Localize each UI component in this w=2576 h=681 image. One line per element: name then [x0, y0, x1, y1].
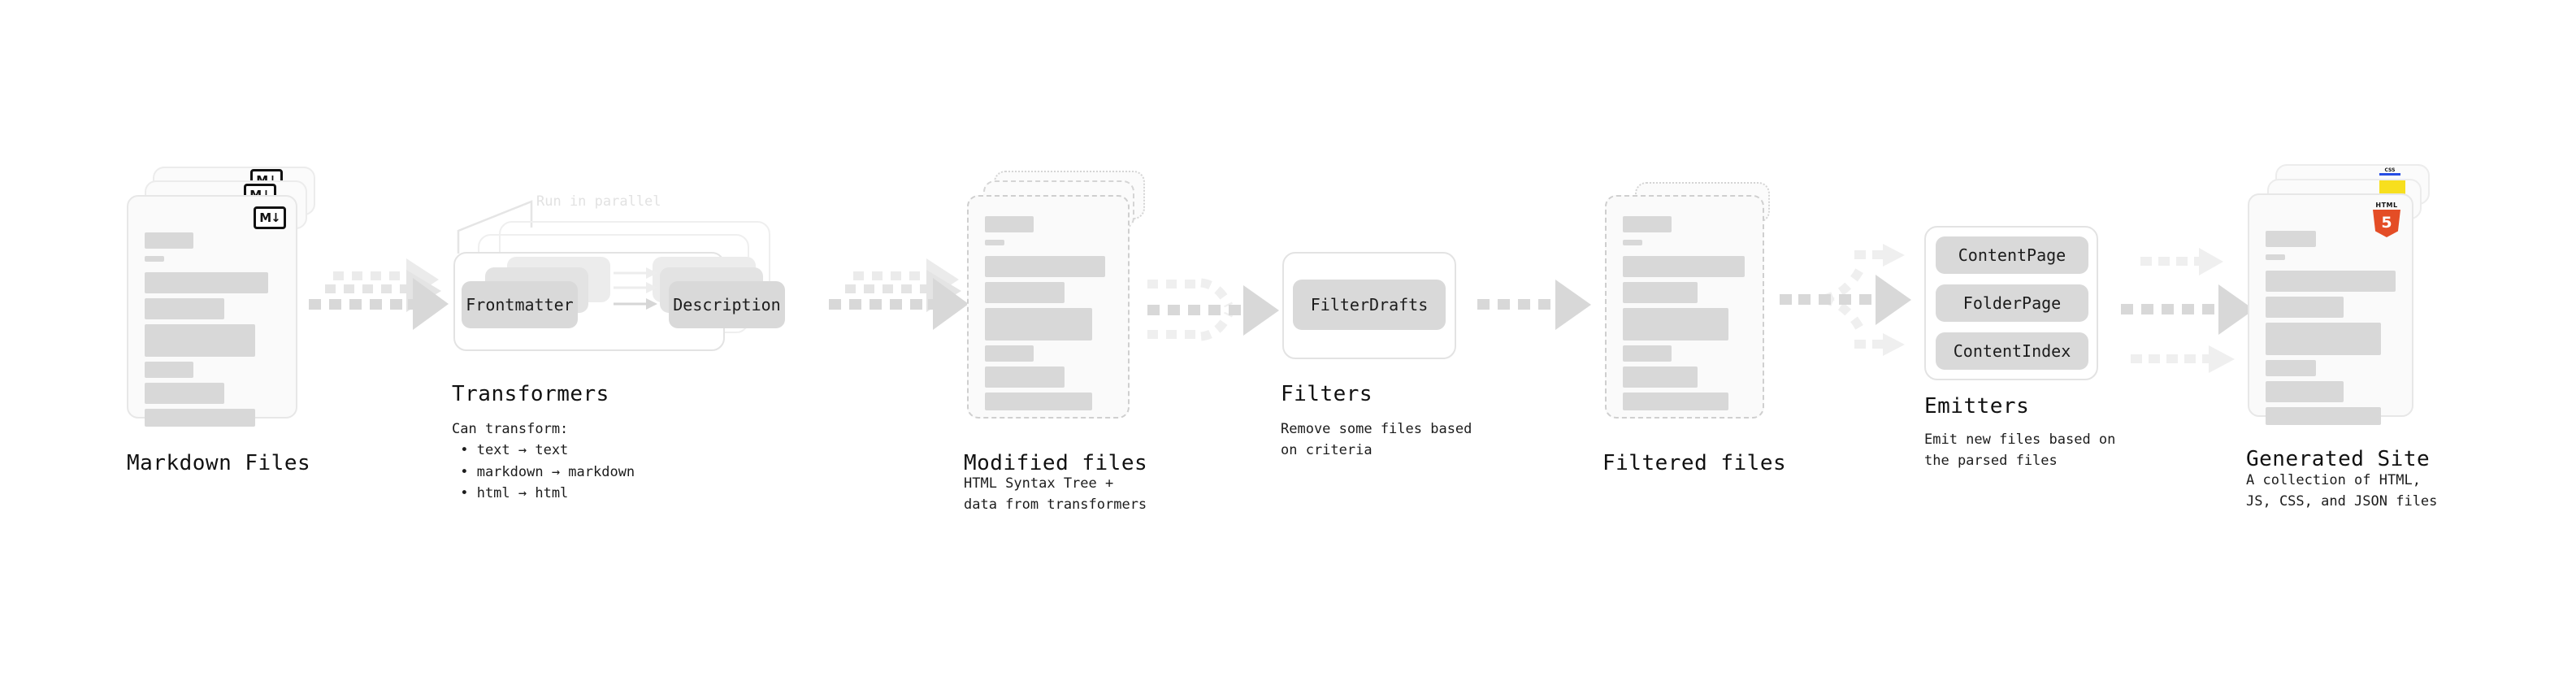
html5-icon: HTML [2371, 202, 2402, 237]
filters-title: Filters [1281, 382, 1373, 406]
emitter-pill-contentpage[interactable]: ContentPage [1936, 236, 2088, 274]
css3-icon-bar [2379, 173, 2400, 176]
site-card-front: HTML [2248, 193, 2413, 425]
filtered-card-lines [1623, 216, 1746, 410]
emitter-pill-folderpage[interactable]: FolderPage [1936, 284, 2088, 322]
transformers-title: Transformers [452, 382, 609, 406]
run-in-parallel-label: Run in parallel [536, 193, 661, 210]
css3-icon: CSS [2379, 167, 2400, 176]
emitters-title: Emitters [1924, 394, 2030, 419]
generated-site-subtitle: A collection of HTML, JS, CSS, and JSON … [2246, 472, 2438, 510]
html5-icon-label: HTML [2375, 202, 2398, 209]
modified-card-lines [985, 216, 1112, 410]
connector-modified-to-filters [1147, 278, 1279, 341]
filtered-files-title: Filtered files [1602, 451, 1787, 475]
transformer-pill-description[interactable]: Description [669, 281, 785, 328]
connector-transformers-to-modified [829, 258, 969, 330]
modified-files-subtitle: HTML Syntax Tree + data from transformer… [964, 475, 1147, 514]
connector-filtered-to-emitters [1780, 244, 1911, 356]
emitter-pill-contentindex[interactable]: ContentIndex [1936, 332, 2088, 370]
connector-emitters-to-site [2121, 248, 2254, 373]
site-card-lines [2266, 231, 2396, 425]
modified-files-title: Modified files [964, 451, 1148, 475]
markdown-icon: M↓ [254, 206, 286, 229]
css3-icon-label: CSS [2384, 167, 2396, 173]
markdown-card-front: M↓ [127, 195, 297, 427]
filter-pill-filterdrafts[interactable]: FilterDrafts [1293, 280, 1446, 330]
transformer-pill-frontmatter[interactable]: Frontmatter [462, 281, 578, 328]
filters-subtitle: Remove some files based on criteria [1281, 421, 1472, 459]
generated-site-title: Generated Site [2246, 447, 2431, 471]
emitters-subtitle: Emit new files based on the parsed files [1924, 432, 2116, 470]
transformers-inner-arrows [614, 267, 657, 310]
markdown-files-title: Markdown Files [127, 451, 311, 475]
connector-md-to-transformers [309, 258, 449, 330]
modified-card-front [967, 195, 1130, 419]
markdown-card-lines [145, 232, 280, 427]
connector-filters-to-filtered [1477, 280, 1591, 330]
filtered-card-front [1605, 195, 1764, 419]
run-in-parallel-bracket [457, 200, 533, 254]
transformers-subtitle: Can transform: • text → text • markdown … [452, 421, 635, 502]
js-icon [2379, 180, 2405, 194]
